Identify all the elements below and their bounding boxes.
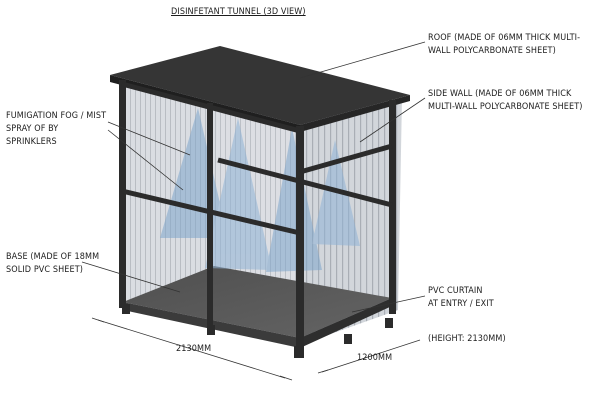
- frame-rail-side-mid: [299, 143, 393, 175]
- leg: [385, 318, 393, 328]
- base-side-edge: [300, 298, 392, 348]
- depth-dimension-label: 1200MM: [357, 353, 393, 363]
- frame-rail-front-mid: [121, 188, 301, 236]
- base-floor: [123, 266, 392, 338]
- dim-width-line: [97, 319, 286, 379]
- side-wall-label: SIDE WALL (MADE OF 06MM THICK MULTI-WALL…: [428, 89, 583, 112]
- leader-fog: [107, 129, 184, 191]
- roof-top: [110, 46, 410, 125]
- dim-tick: [91, 317, 105, 323]
- frame-post-front-left: [119, 80, 126, 308]
- leg: [122, 304, 130, 314]
- leader-roof: [299, 41, 426, 79]
- curtain-label: PVC CURTAIN AT ENTRY / EXIT: [428, 286, 494, 309]
- dim-tick: [279, 375, 293, 381]
- fog-cone: [205, 118, 272, 270]
- leader-curtain: [351, 295, 426, 313]
- leg: [344, 334, 352, 344]
- dim-depth-line: [321, 339, 421, 373]
- width-dimension-label: 2130MM: [176, 344, 212, 354]
- base-label: BASE (MADE OF 18MM SOLID PVC SHEET): [6, 252, 100, 275]
- frame-post-back-right: [389, 100, 396, 314]
- frame-rail-front-top: [121, 81, 301, 134]
- frame-post-front-right: [296, 126, 304, 350]
- roof-label: ROOF (MADE OF 06MM THICK MULTI- WALL POL…: [428, 33, 581, 56]
- leader-fog: [107, 121, 191, 156]
- leader-side-wall: [359, 97, 426, 143]
- dim-tick: [317, 369, 329, 374]
- height-label: (HEIGHT: 2130MM): [428, 334, 506, 344]
- fog-label: FUMIGATION FOG / MIST SPRAY OF BY SPRINK…: [6, 111, 107, 147]
- fog-cone: [266, 128, 322, 272]
- frame-rail-back: [217, 157, 393, 208]
- leg: [294, 346, 304, 358]
- leg: [207, 325, 215, 335]
- diagram-title: DISINFETANT TUNNEL (3D VIEW): [171, 7, 306, 17]
- roof-side-edge: [300, 95, 410, 132]
- frame-post-front-mid: [207, 103, 213, 328]
- leader-base: [81, 261, 181, 293]
